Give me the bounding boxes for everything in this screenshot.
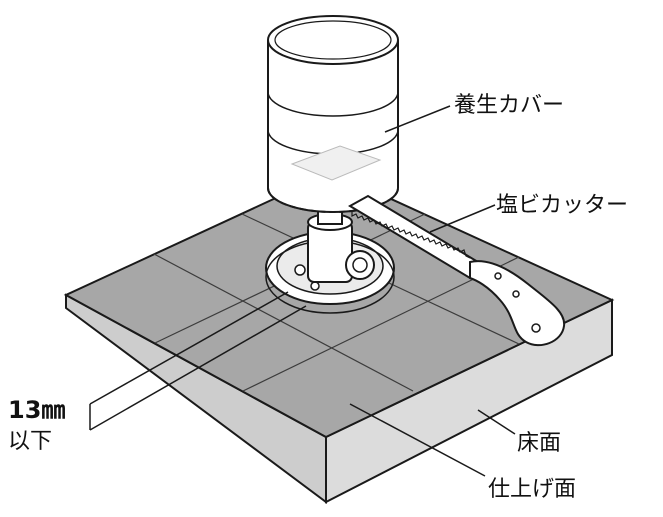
slab-edges [65,295,613,355]
label-cover: 養生カバー [454,93,564,118]
label-floor: 床面 [517,431,561,456]
leader-dim-b [89,305,307,431]
drain-fitting [265,196,395,314]
leader-cover [384,105,451,133]
leader-finish [349,403,486,477]
leader-lines [89,105,516,477]
leader-floor [477,409,516,435]
pvc-cutter [348,194,566,347]
label-finish: 仕上げ面 [488,477,576,502]
leader-cutter [429,204,496,233]
label-dim-value: 13㎜ [8,396,65,424]
protective-cover [267,15,399,213]
leader-dim-a [89,291,289,405]
label-dim-note: 以下 [8,429,52,454]
label-cutter: 塩ビカッター [496,193,628,218]
